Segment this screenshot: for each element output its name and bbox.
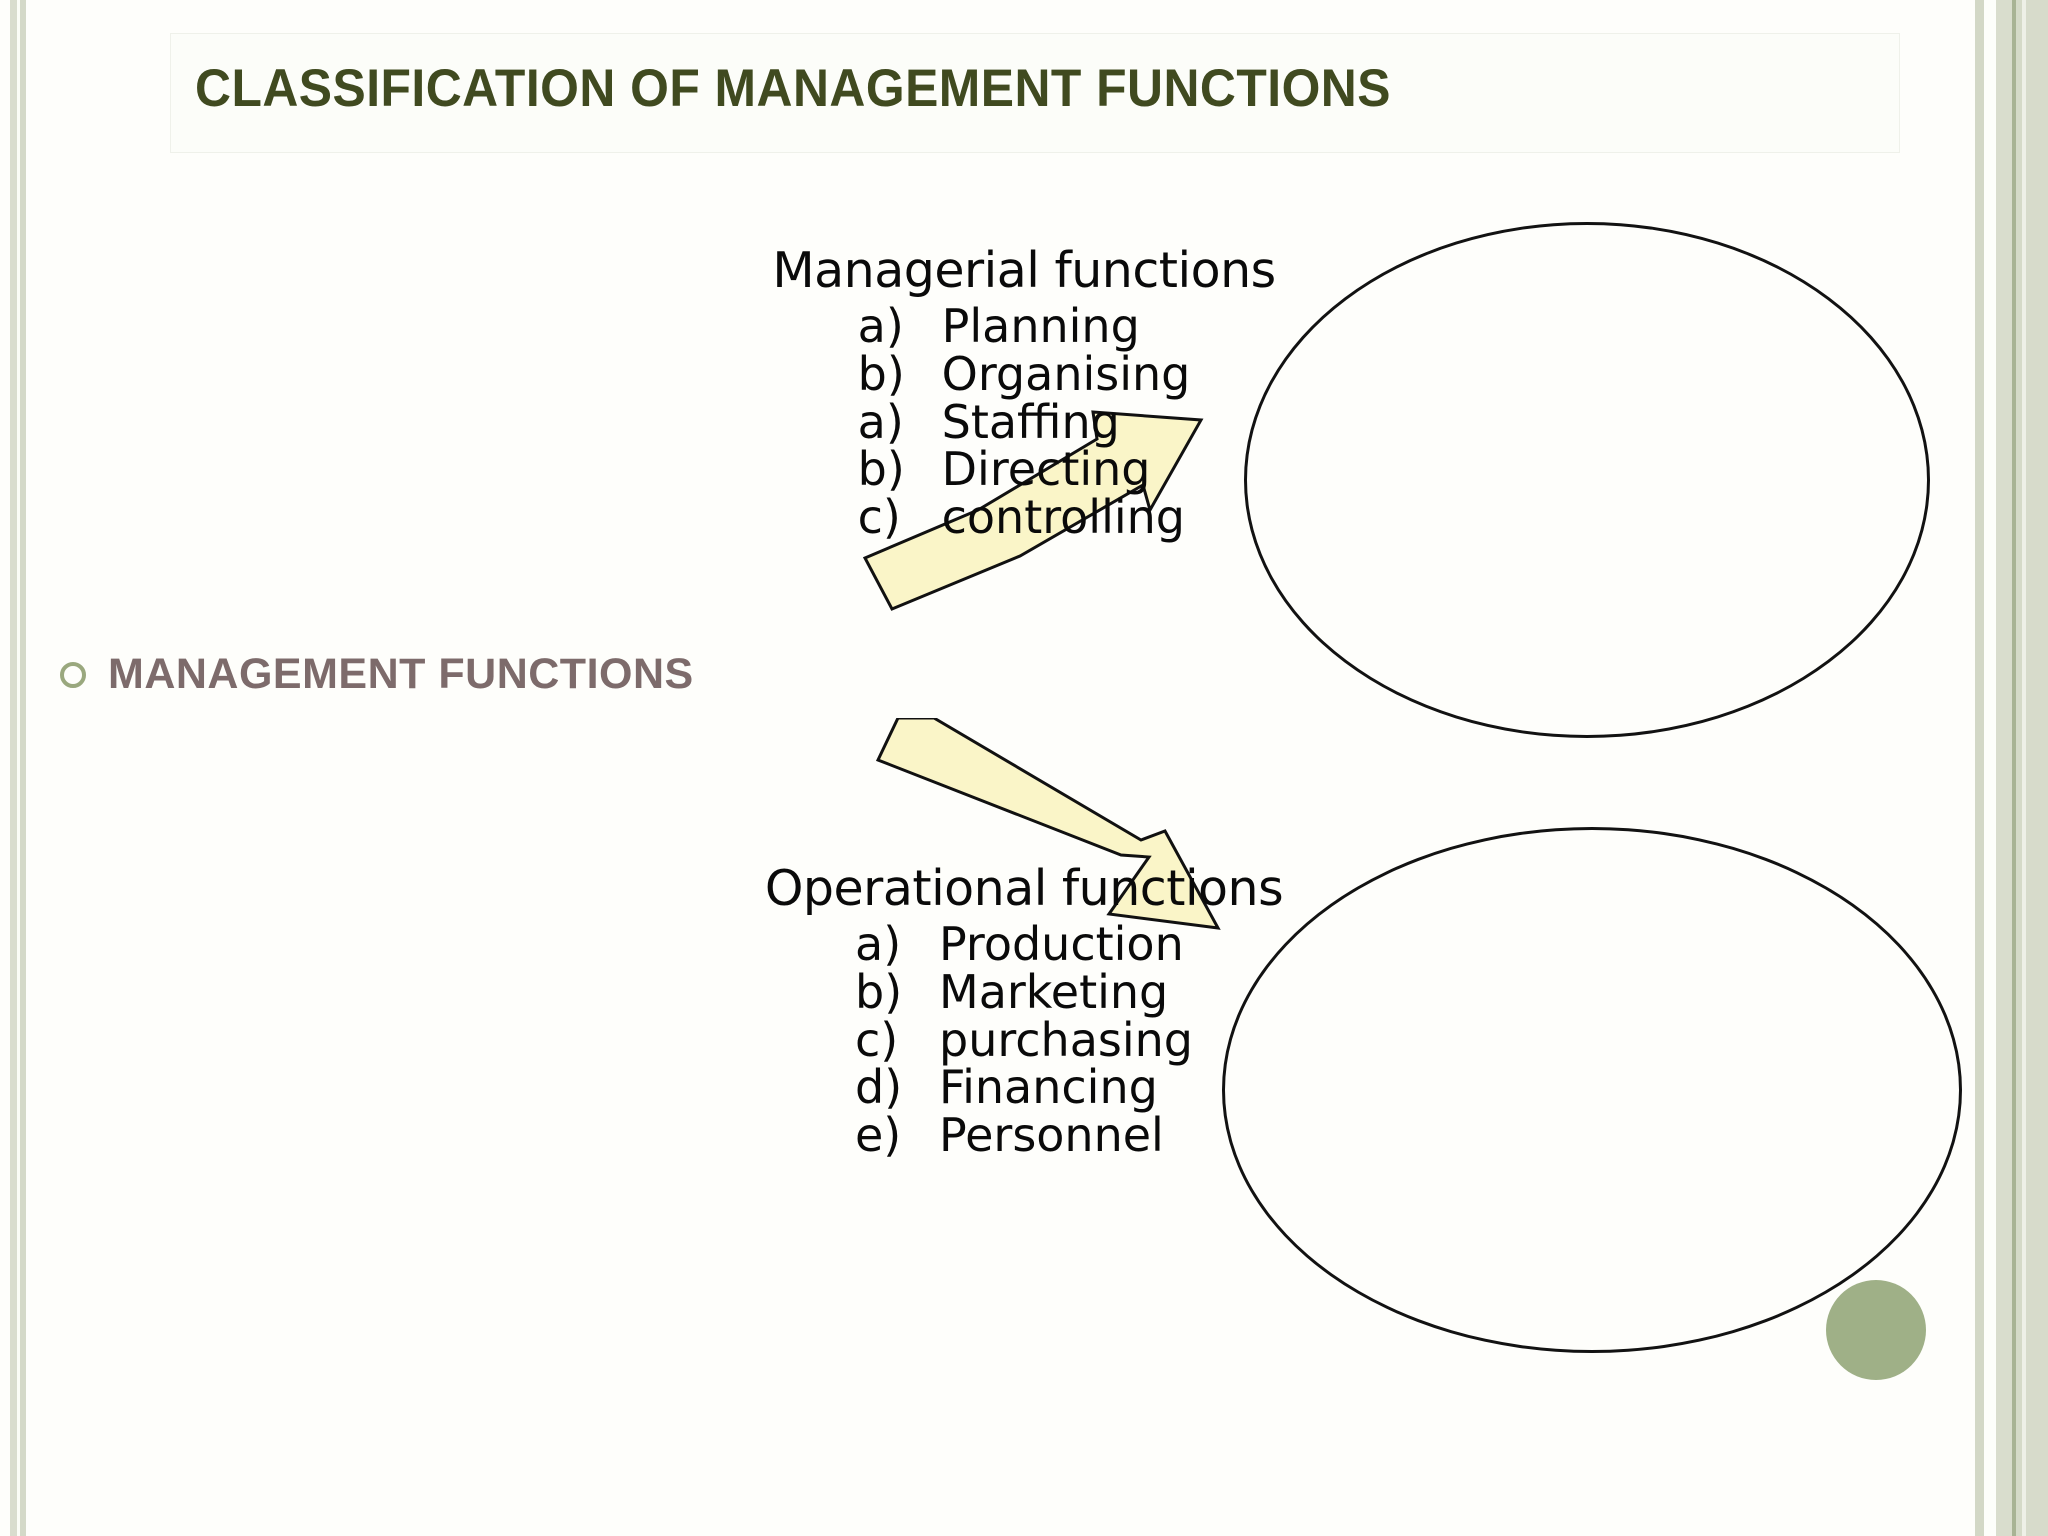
- list-text: Organising: [941, 346, 1191, 401]
- list-text: Financing: [939, 1060, 1158, 1115]
- left-edge-stripe-gap: [17, 0, 20, 1536]
- title-box: [170, 33, 1900, 153]
- right-edge-stripe-7: [2026, 0, 2048, 1536]
- list-marker: b): [855, 964, 903, 1019]
- operational-functions-content: Operational functions a) Production b) M…: [0, 860, 2048, 1163]
- operational-functions-ellipse: [1222, 827, 1962, 1353]
- managerial-list: a) Planning b) Organising a) Staffing b)…: [857, 298, 1191, 545]
- right-edge-stripe-2: [1984, 0, 1996, 1536]
- list-text: Marketing: [939, 964, 1169, 1019]
- list-text: Production: [939, 916, 1184, 971]
- right-edge-stripe-5: [2016, 0, 2022, 1536]
- decorative-accent-circle: [1826, 1280, 1926, 1380]
- list-text: Staffing: [941, 394, 1120, 449]
- list-marker: b): [857, 346, 905, 401]
- managerial-functions-ellipse: [1244, 222, 1930, 738]
- list-item: c) controlling: [857, 490, 1191, 545]
- list-text: Personnel: [939, 1108, 1164, 1163]
- list-text: Planning: [941, 298, 1140, 353]
- arrow-to-operational-icon: [876, 718, 1221, 930]
- list-marker: a): [857, 298, 904, 353]
- list-item: c) purchasing: [855, 1012, 1193, 1067]
- list-text: purchasing: [939, 1012, 1193, 1067]
- bullet-label: MANAGEMENT FUNCTIONS: [108, 650, 694, 698]
- list-marker: b): [857, 442, 905, 497]
- right-edge-stripe-4: [2012, 0, 2016, 1536]
- list-marker: a): [857, 394, 904, 449]
- list-text: controlling: [941, 490, 1185, 545]
- list-marker: a): [855, 916, 902, 971]
- right-edge-stripe-1: [1975, 0, 1984, 1536]
- list-item: b) Marketing: [855, 964, 1193, 1019]
- arrow-to-managerial-icon: [862, 410, 1204, 611]
- list-item: a) Staffing: [857, 394, 1191, 449]
- list-marker: c): [857, 490, 901, 545]
- right-edge-stripe-3: [1996, 0, 2012, 1536]
- list-marker: d): [855, 1060, 903, 1115]
- hollow-circle-bullet-icon: [60, 661, 86, 688]
- list-item: b) Organising: [857, 346, 1191, 401]
- list-text: Directing: [941, 442, 1151, 497]
- managerial-heading: Managerial functions: [772, 242, 1276, 299]
- list-marker: c): [855, 1012, 899, 1067]
- left-edge-stripe-outer: [10, 0, 17, 1536]
- list-item: d) Financing: [855, 1064, 1193, 1112]
- list-marker: e): [855, 1108, 902, 1163]
- list-item: a) Production: [855, 916, 1193, 971]
- management-functions-bullet-row: MANAGEMENT FUNCTIONS: [60, 650, 694, 699]
- managerial-functions-content: Managerial functions a) Planning b) Orga…: [0, 242, 2048, 545]
- list-item: a) Planning: [857, 298, 1191, 353]
- operational-heading: Operational functions: [764, 860, 1284, 917]
- left-edge-stripe-inner: [20, 0, 26, 1536]
- operational-list: a) Production b) Marketing c) purchasing…: [855, 916, 1193, 1163]
- right-edge-stripe-6: [2022, 0, 2026, 1536]
- page-title: CLASSIFICATION OF MANAGEMENT FUNCTIONS: [195, 59, 1391, 118]
- list-item: e) Personnel: [855, 1108, 1193, 1163]
- list-item: b) Directing: [858, 446, 1191, 494]
